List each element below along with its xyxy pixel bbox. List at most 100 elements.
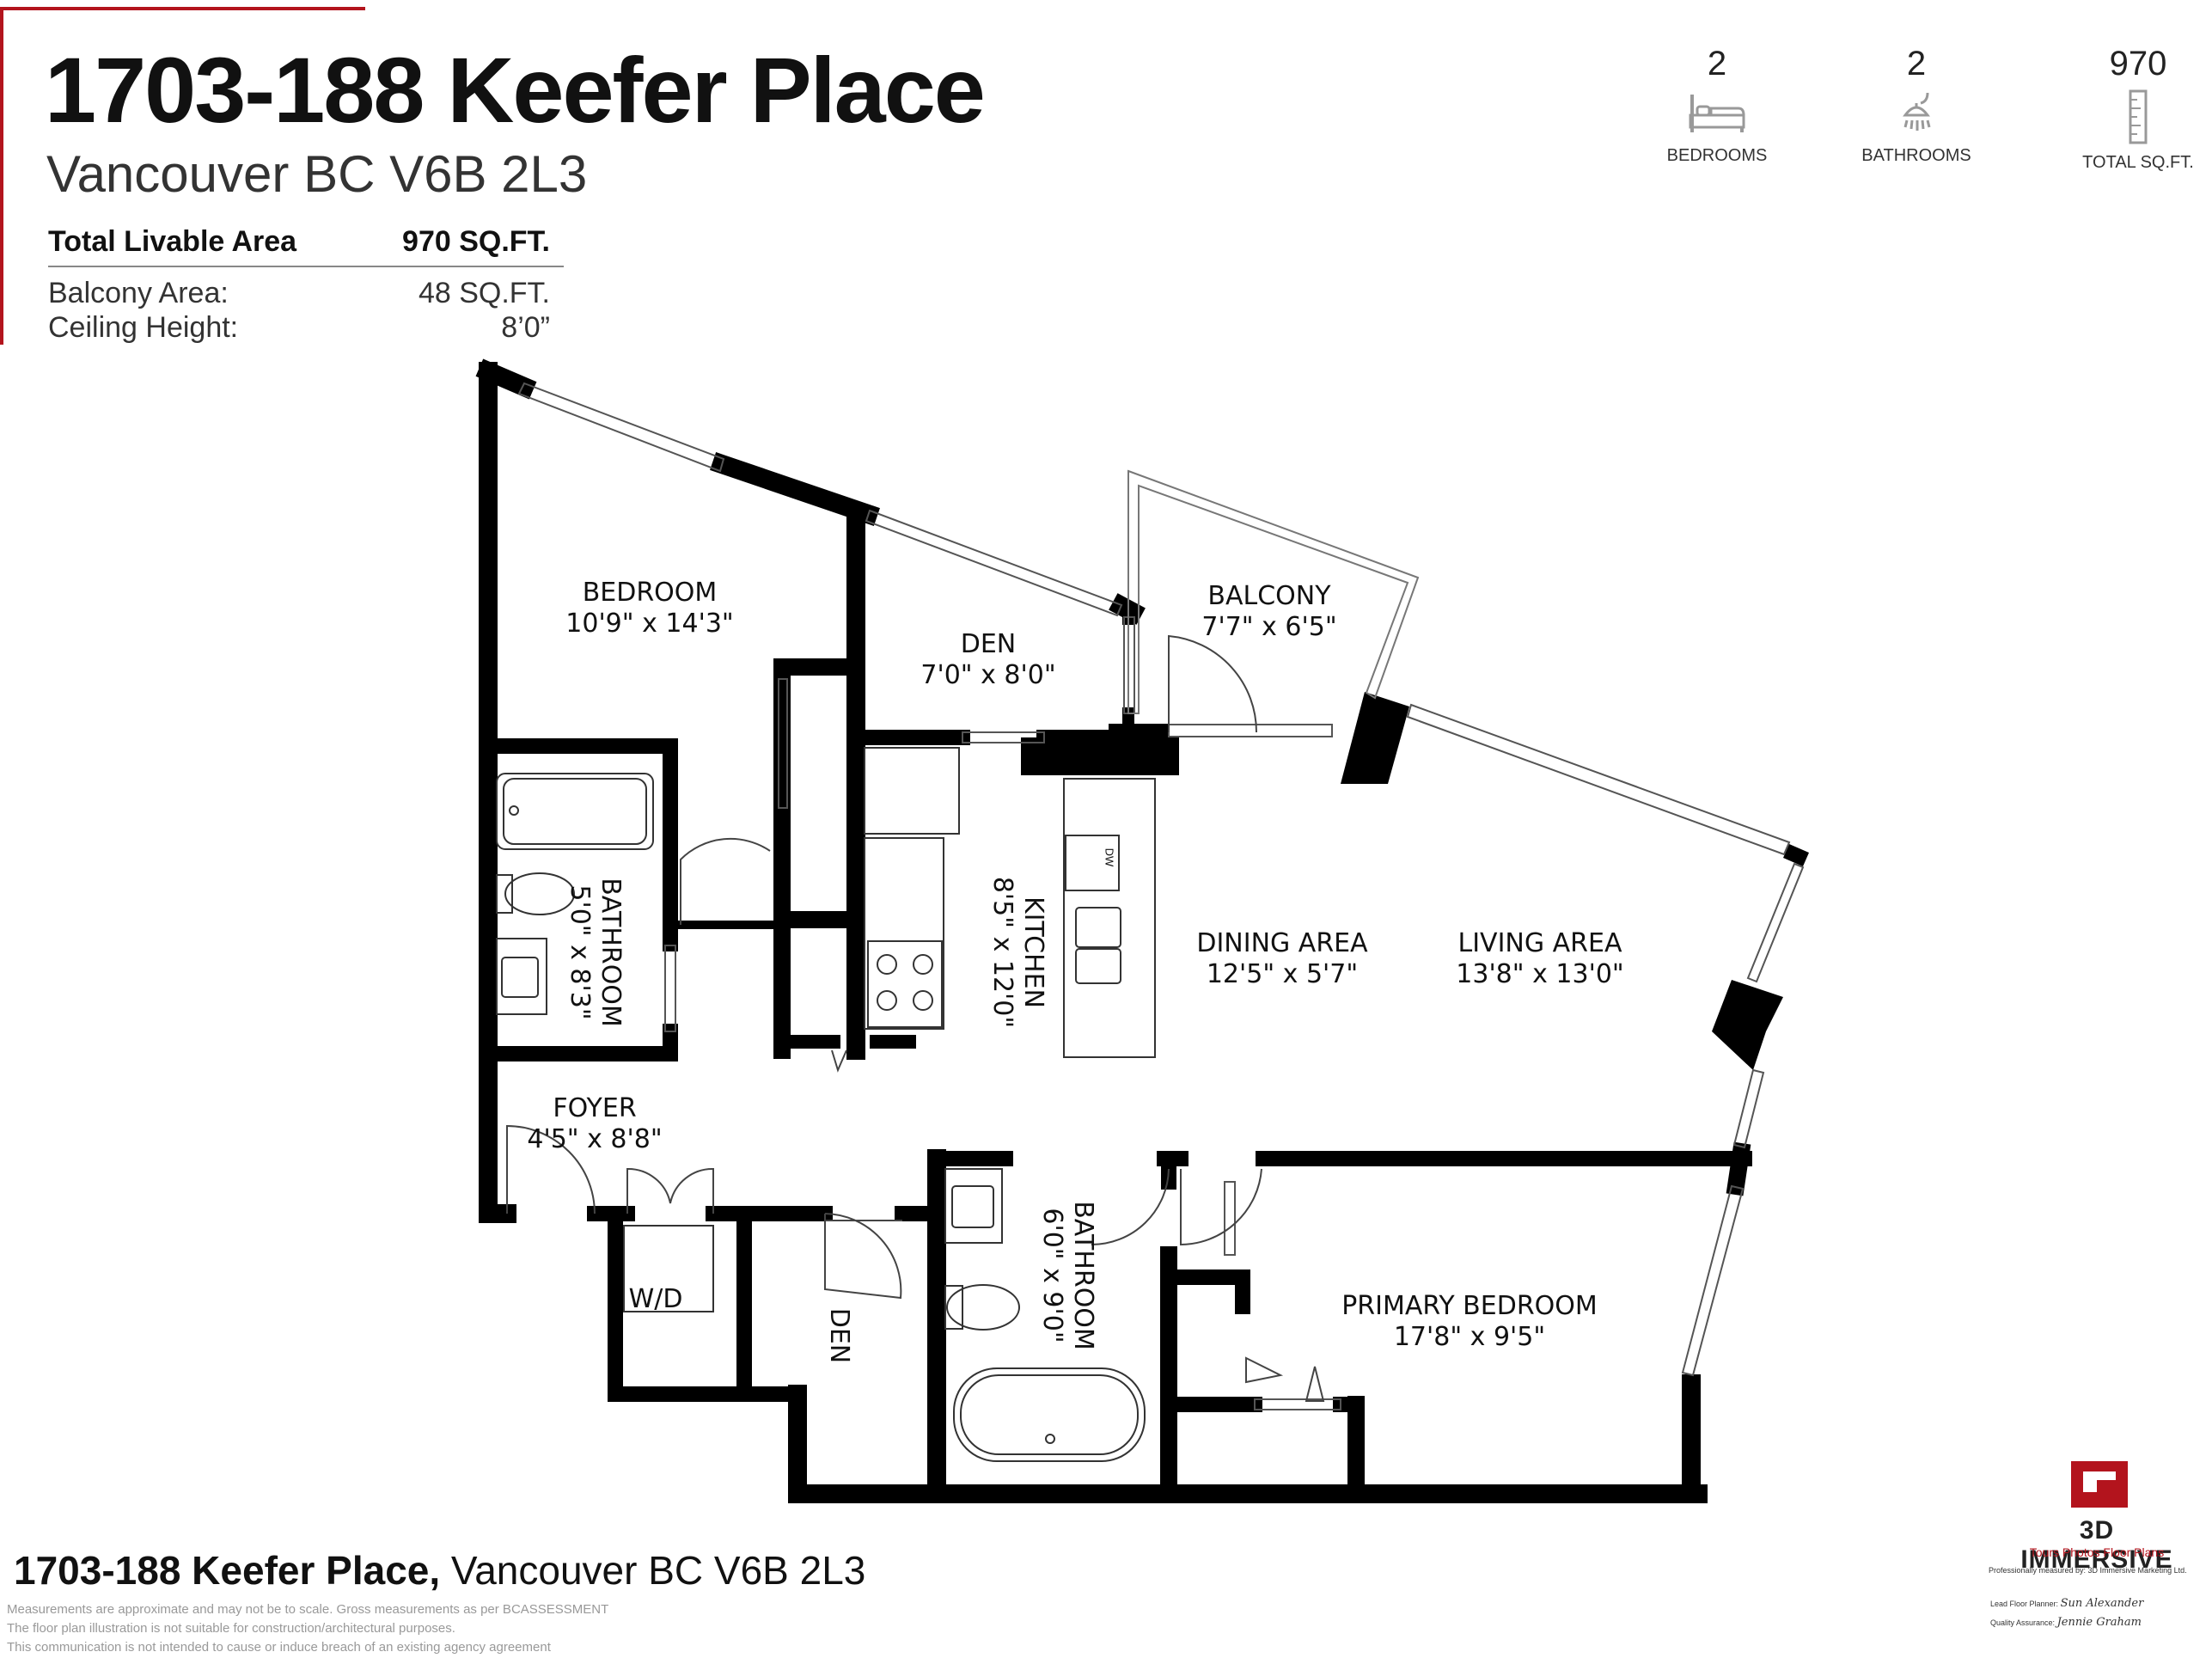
page-title: 1703-188 Keefer Place xyxy=(45,38,986,142)
room-dining: DINING AREA 12'5" x 5'7" xyxy=(1179,928,1385,990)
brand-tagline: Tours Photos Floor Plans xyxy=(2029,1545,2165,1559)
room-wd-name: W/D xyxy=(628,1284,683,1314)
room-den-top-dims: 7'0" x 8'0" xyxy=(920,660,1056,690)
washer-dryer xyxy=(623,1225,714,1312)
ruler-icon xyxy=(2129,89,2148,144)
disclaimer-line-3: This communication is not intended to ca… xyxy=(7,1640,551,1655)
stat-bedrooms-label: BEDROOMS xyxy=(1666,146,1768,165)
door-primary xyxy=(1180,1168,1262,1246)
wall-north-1 xyxy=(475,358,537,400)
dishwasher-label: DW xyxy=(1103,847,1116,867)
room-primary-name: PRIMARY BEDROOM xyxy=(1341,1291,1598,1321)
room-primary-dims: 17'8" x 9'5" xyxy=(1393,1322,1546,1352)
balcony-area-row: Balcony Area: 48 SQ.FT. xyxy=(48,276,564,310)
lead-planner-signature: Sun Alexander xyxy=(2060,1597,2144,1610)
stat-total-sqft-value: 970 xyxy=(2109,45,2167,83)
room-wd: W/D xyxy=(626,1284,686,1315)
wic-door xyxy=(1254,1398,1341,1410)
toilet-tank-ensuite xyxy=(944,1285,963,1330)
room-bathroom-ensuite-name: BATHROOM xyxy=(1068,1201,1098,1350)
room-kitchen-name: KITCHEN xyxy=(1018,896,1048,1008)
fridge xyxy=(864,747,960,835)
range xyxy=(867,940,943,1028)
burner-2 xyxy=(913,954,933,975)
dishwasher xyxy=(1065,835,1120,891)
bathtub-ensuite xyxy=(953,1367,1146,1462)
window-den xyxy=(865,509,1123,617)
total-area-label: Total Livable Area xyxy=(48,225,297,258)
area-summary: Total Livable Area 970 SQ.FT. Balcony Ar… xyxy=(48,225,564,345)
wall-north-2 xyxy=(710,452,880,526)
stat-bathrooms-value: 2 xyxy=(1906,45,1927,83)
header-accent-side xyxy=(0,7,3,345)
door-wd xyxy=(626,1167,714,1214)
quality-assurance-signature: Jennie Graham xyxy=(2056,1616,2142,1629)
door-entry xyxy=(506,1124,596,1214)
sink-basin-2 xyxy=(1075,948,1121,984)
door-ensuite xyxy=(1091,1168,1170,1245)
kitchen-counter xyxy=(864,837,944,1030)
burner-4 xyxy=(913,990,933,1011)
room-bathroom-ensuite: BATHROOM 6'0" x 9'0" xyxy=(1036,1172,1098,1379)
room-living-name: LIVING AREA xyxy=(1457,928,1622,958)
door-wic-bifold xyxy=(1245,1356,1325,1402)
burner-1 xyxy=(877,954,897,975)
window-den-south xyxy=(962,731,1045,743)
footer-address-bold: 1703-188 Keefer Place, xyxy=(14,1548,441,1593)
room-bedroom-name: BEDROOM xyxy=(582,578,718,608)
window-living-east xyxy=(1746,862,1805,983)
total-area-row: Total Livable Area 970 SQ.FT. xyxy=(48,225,564,267)
vanity-left xyxy=(496,938,547,1015)
column-north xyxy=(1341,692,1409,784)
vanity-ensuite xyxy=(944,1168,1003,1244)
door-balcony xyxy=(1168,634,1258,733)
stat-bathrooms: 2 BATHROOMS xyxy=(1822,45,2011,166)
header-accent-bar xyxy=(0,7,365,10)
bathtub-left-drain xyxy=(509,805,519,816)
toilet-left xyxy=(504,872,575,915)
stat-bedrooms: 2 BEDROOMS xyxy=(1622,45,1812,166)
toilet-ensuite xyxy=(946,1284,1020,1331)
room-foyer-dims: 4'5" x 8'8" xyxy=(527,1124,663,1154)
lead-planner: Lead Floor Planner: Sun Alexander xyxy=(1990,1597,2143,1610)
bath-slider xyxy=(664,945,676,1032)
bathtub-left-inner xyxy=(503,778,647,845)
ceiling-height-label: Ceiling Height: xyxy=(48,311,239,344)
room-bedroom: BEDROOM 10'9" x 14'3" xyxy=(547,578,753,639)
room-den-top-name: DEN xyxy=(960,629,1017,659)
wall-east-stub xyxy=(1726,1141,1751,1196)
room-bathroom-left-name: BATHROOM xyxy=(596,878,626,1027)
room-bathroom-ensuite-dims: 6'0" x 9'0" xyxy=(1037,1208,1067,1343)
quality-assurance-label: Quality Assurance: xyxy=(1990,1618,2056,1627)
window-living-se xyxy=(1732,1068,1765,1149)
closet-slider xyxy=(778,678,788,809)
bathtub-ensuite-inner xyxy=(960,1374,1139,1455)
door-pantry-bifold xyxy=(831,1049,847,1073)
room-den-top: DEN 7'0" x 8'0" xyxy=(911,629,1066,691)
burner-3 xyxy=(877,990,897,1011)
balcony-area-value: 48 SQ.FT. xyxy=(418,277,550,309)
stat-total-sqft-label: TOTAL SQ.FT. xyxy=(2082,153,2194,172)
balcony-outline xyxy=(1127,469,1420,714)
room-dining-dims: 12'5" x 5'7" xyxy=(1206,959,1359,989)
stat-total-sqft: 970 TOTAL SQ.FT. xyxy=(2044,45,2212,173)
column-corner xyxy=(1783,844,1809,866)
room-foyer: FOYER 4'5" x 8'8" xyxy=(509,1093,681,1155)
room-den-bottom: DEN xyxy=(823,1305,854,1367)
shower-icon xyxy=(1903,92,1931,131)
room-bedroom-dims: 10'9" x 14'3" xyxy=(565,609,734,639)
quality-assurance: Quality Assurance: Jennie Graham xyxy=(1990,1616,2142,1629)
sink-left xyxy=(501,957,539,998)
wic-slider xyxy=(1224,1181,1236,1256)
disclaimer: Measurements are approximate and may not… xyxy=(7,1600,608,1657)
room-balcony-dims: 7'7" x 6'5" xyxy=(1201,612,1337,642)
room-living-dims: 13'8" x 13'0" xyxy=(1456,959,1624,989)
stat-bedrooms-value: 2 xyxy=(1707,45,1727,83)
ceiling-height-value: 8’0” xyxy=(501,311,550,344)
room-bathroom-left-dims: 5'0" x 8'3" xyxy=(565,884,595,1020)
bathtub-ensuite-drain xyxy=(1045,1434,1055,1444)
toilet-tank-left xyxy=(496,874,513,914)
balcony-door xyxy=(1168,724,1333,737)
room-living: LIVING AREA 13'8" x 13'0" xyxy=(1437,928,1643,990)
room-primary: PRIMARY BEDROOM 17'8" x 9'5" xyxy=(1323,1291,1616,1353)
